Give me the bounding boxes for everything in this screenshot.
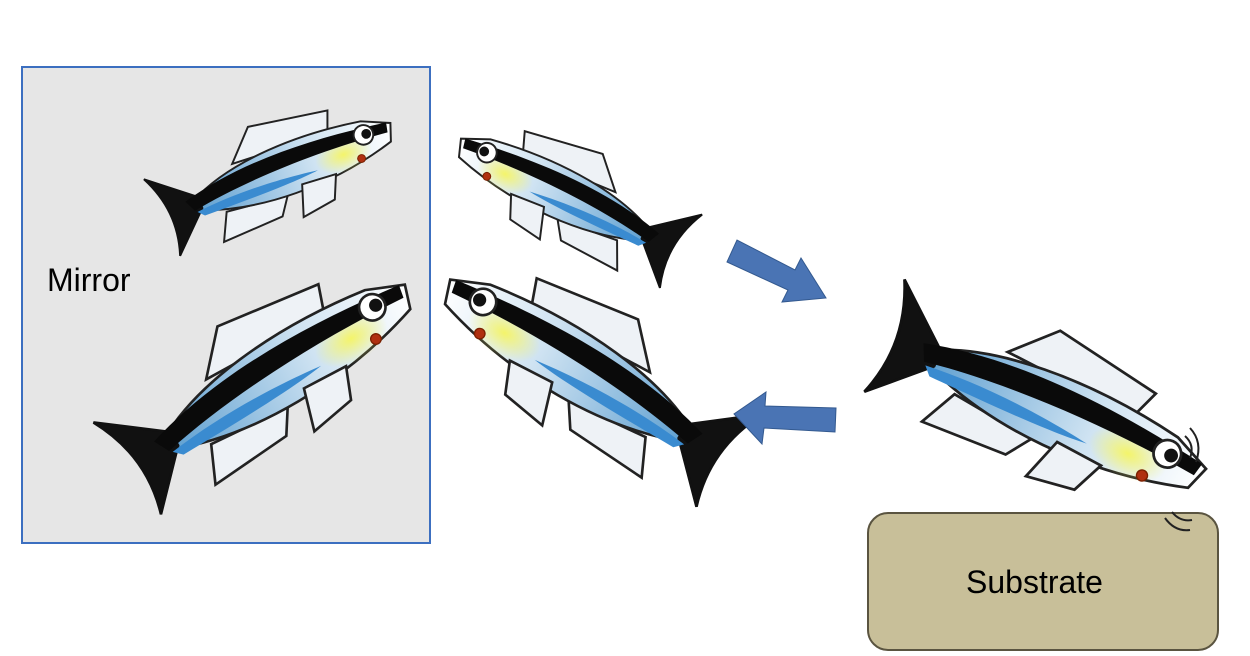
arrow-icon-toward-substrate: [726, 239, 827, 303]
mirror-label: Mirror: [47, 262, 131, 298]
substrate-label: Substrate: [966, 564, 1103, 600]
cleaner-fish-substrate: [849, 260, 1235, 546]
cleaner-fish-top: [435, 96, 709, 298]
sound-wave-icon: [1164, 427, 1200, 532]
arrow-icon-toward-mirror: [733, 390, 837, 446]
substrate-block: [867, 512, 1219, 651]
cleaner-fish-bottom: [408, 225, 774, 521]
